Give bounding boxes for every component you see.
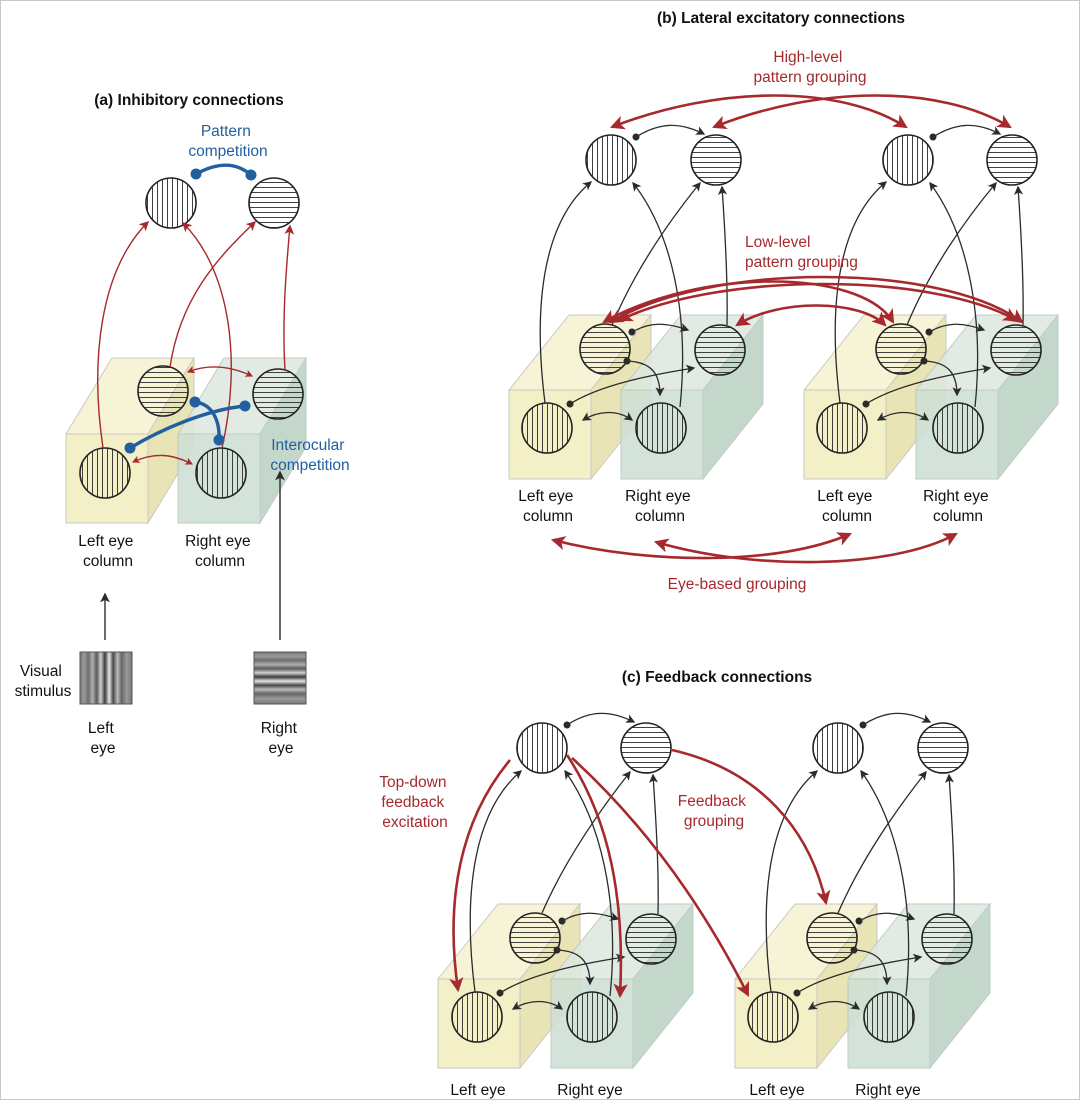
panel-a: (a) Inhibitory connections — [15, 92, 350, 757]
left-column-vertical-neuron — [79, 447, 131, 499]
c-feedforward-arrows — [469, 712, 955, 1010]
b-left-eye-column-label-1: Left eye column — [518, 488, 577, 525]
c-right-vertical-neuron-1 — [566, 991, 618, 1043]
c-top-horizontal-neuron-1 — [620, 722, 672, 774]
right-column-vertical-neuron — [195, 447, 247, 499]
c-left-horizontal-neuron-2 — [806, 912, 858, 964]
b-feedforward-arrows — [539, 124, 1024, 421]
b-top-vertical-neuron-1 — [585, 134, 637, 186]
panel-c: (c) Feedback connections — [379, 669, 992, 1099]
b-left-vertical-neuron-2 — [816, 402, 868, 454]
right-eye-label: Right eye — [261, 720, 302, 757]
b-top-vertical-neuron-2 — [882, 134, 934, 186]
b-right-horizontal-neuron-2 — [990, 324, 1042, 376]
b-right-eye-column-label-1: Right eye column — [625, 488, 695, 525]
c-top-vertical-neuron-2 — [812, 722, 864, 774]
panel-b-title: (b) Lateral excitatory connections — [657, 10, 905, 27]
b-right-eye-column-label-2: Right eye column — [923, 488, 993, 525]
c-right-horizontal-neuron-1 — [625, 913, 677, 965]
visual-stimulus-label: Visual stimulus — [15, 663, 72, 700]
c-left-horizontal-neuron-1 — [509, 912, 561, 964]
c-top-horizontal-neuron-2 — [917, 722, 969, 774]
c-left-eye-label-2: Left eye — [749, 1082, 804, 1099]
feedback-grouping-label: Feedback grouping — [678, 793, 750, 830]
right-eye-column-label: Right eye column — [185, 533, 255, 570]
interocular-competition-label: Interocular competition — [270, 437, 349, 474]
c-left-vertical-neuron-1 — [451, 991, 503, 1043]
top-down-feedback-label: Top-down feedback excitation — [379, 774, 451, 831]
b-left-horizontal-neuron-2 — [875, 323, 927, 375]
c-right-vertical-neuron-2 — [863, 991, 915, 1043]
b-top-horizontal-neuron-1 — [690, 134, 742, 186]
c-feedback-arrows — [449, 748, 831, 999]
b-right-vertical-neuron-1 — [635, 402, 687, 454]
panel-a-title: (a) Inhibitory connections — [94, 92, 283, 109]
panel-b: (b) Lateral excitatory connections — [507, 10, 1060, 593]
eye-based-grouping-label: Eye-based grouping — [668, 576, 807, 593]
high-level-grouping-label: High-level pattern grouping — [754, 49, 867, 86]
vertical-grating-stimulus — [79, 651, 133, 705]
b-grouping-arrows — [550, 94, 1024, 564]
b-left-eye-column-label-2: Left eye column — [817, 488, 876, 525]
c-right-horizontal-neuron-2 — [921, 913, 973, 965]
horizontal-grating-stimulus — [253, 651, 307, 705]
c-top-vertical-neuron-1 — [516, 722, 568, 774]
left-eye-label: Left eye — [88, 720, 118, 757]
c-right-eye-label-2: Right eye — [855, 1082, 920, 1099]
left-eye-column-label: Left eye column — [78, 533, 137, 570]
b-right-vertical-neuron-2 — [932, 402, 984, 454]
left-column-horizontal-neuron — [137, 365, 189, 417]
pattern-competition-label: Pattern competition — [188, 123, 267, 160]
panel-c-title: (c) Feedback connections — [622, 669, 812, 686]
right-column-horizontal-neuron — [252, 368, 304, 420]
b-left-vertical-neuron-1 — [521, 402, 573, 454]
low-level-grouping-label: Low-level pattern grouping — [745, 234, 858, 271]
b-right-horizontal-neuron-1 — [694, 324, 746, 376]
inhibitory-connections — [124, 163, 257, 454]
b-top-horizontal-neuron-2 — [986, 134, 1038, 186]
c-right-eye-label-1: Right eye — [557, 1082, 622, 1099]
b-left-horizontal-neuron-1 — [579, 323, 631, 375]
c-left-vertical-neuron-2 — [747, 991, 799, 1043]
c-left-eye-label-1: Left eye — [450, 1082, 505, 1099]
